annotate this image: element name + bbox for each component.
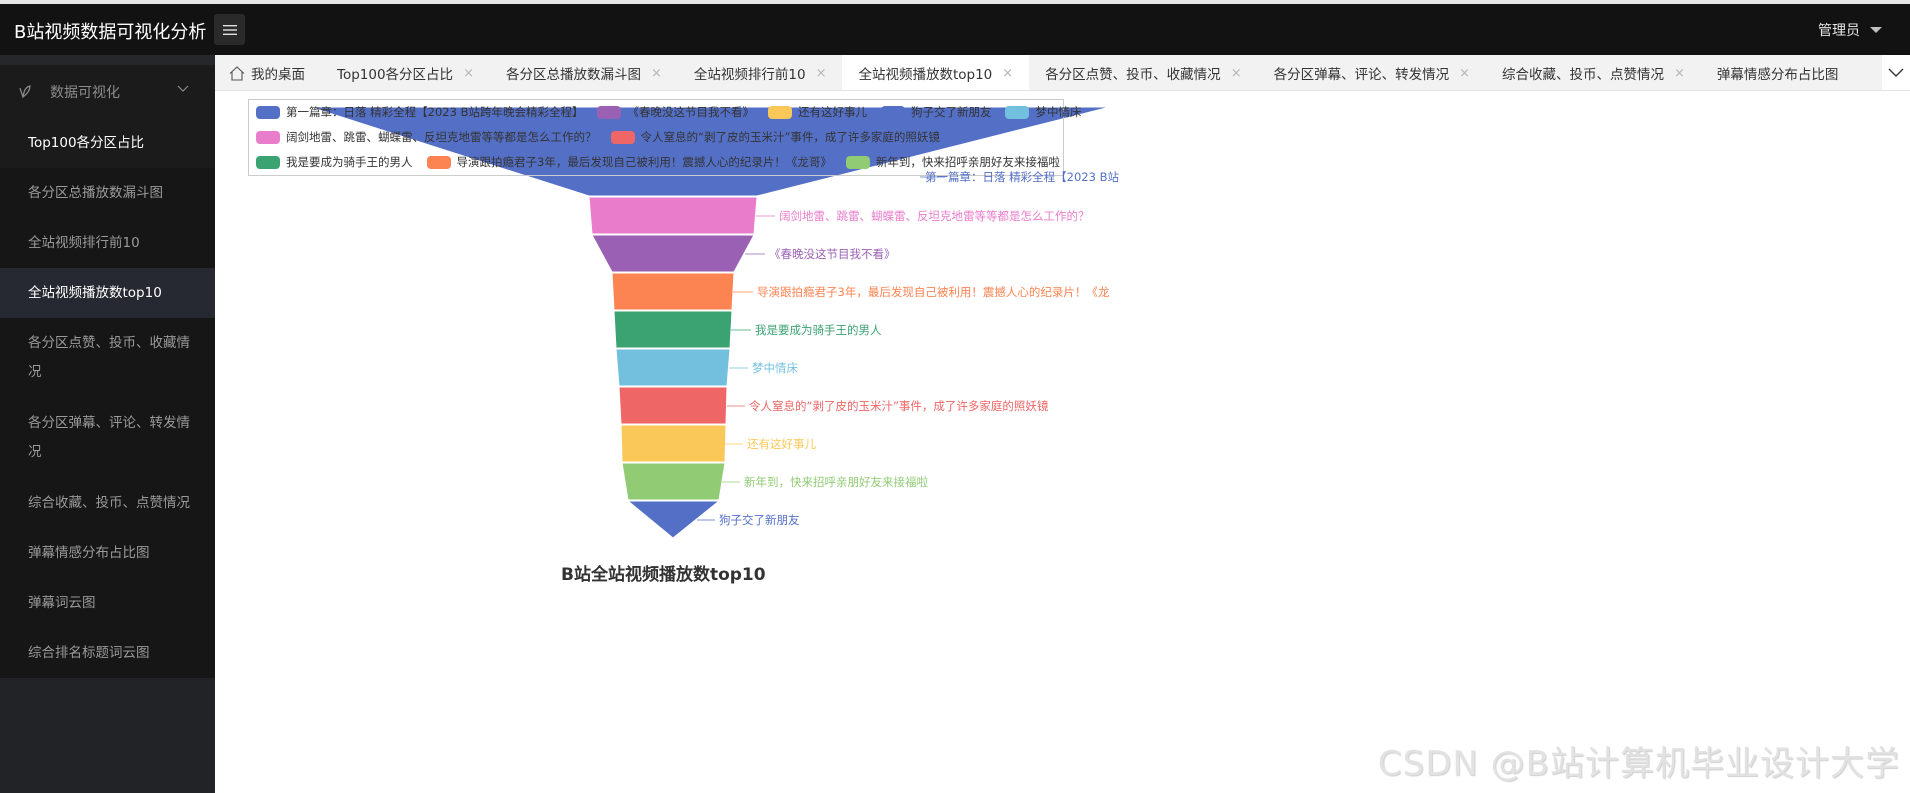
close-icon[interactable]: × bbox=[650, 65, 662, 81]
tab-danmaku-sentiment[interactable]: 弹幕情感分布占比图 bbox=[1716, 67, 1839, 83]
funnel-label-2: 阔剑地雷、跳雷、蝴蝶雷、反坦克地雷等等都是怎么工作的？ bbox=[779, 209, 1090, 223]
sidebar-item-likes-coins-favs[interactable]: 各分区点赞、投币、收藏情况 bbox=[28, 335, 190, 380]
leaf-icon bbox=[19, 84, 31, 98]
hamburger-icon bbox=[222, 24, 237, 35]
funnel-segment-5[interactable] bbox=[613, 310, 733, 349]
tab-bar: 我的桌面 Top100各分区占比× 各分区总播放数漏斗图× 全站视频排行前10×… bbox=[215, 55, 1910, 91]
chart-legend: 第一篇章：日落 精彩全程【2023 B站跨年晚会精彩全程】 《春晚没这节目我不看… bbox=[248, 99, 1081, 176]
funnel-segment-7[interactable] bbox=[618, 386, 728, 425]
sidebar-item-title-wordcloud[interactable]: 综合排名标题词云图 bbox=[28, 645, 150, 661]
close-icon[interactable]: × bbox=[463, 65, 474, 81]
funnel-segment-3[interactable] bbox=[591, 234, 755, 273]
watermark: CSDN @B站计算机毕业设计大学 bbox=[1377, 744, 1900, 784]
close-icon[interactable]: × bbox=[815, 65, 827, 81]
tab-likes-coins-favs[interactable]: 各分区点赞、投币、收藏情况× bbox=[1045, 65, 1242, 84]
close-icon[interactable]: × bbox=[1459, 65, 1470, 81]
sidebar-item-combined-favs-coins-likes[interactable]: 综合收藏、投币、点赞情况 bbox=[28, 495, 190, 511]
sidebar-group-data-visualization[interactable]: 数据可视化 bbox=[0, 65, 215, 118]
sidebar: 数据可视化 Top100各分区占比 各分区总播放数漏斗图 全站视频排行前10 全… bbox=[0, 55, 215, 793]
app-title: B站视频数据可视化分析 bbox=[14, 22, 207, 43]
funnel-label-3: 《春晚没这节目我不看》 bbox=[769, 247, 896, 261]
funnel-segment-10[interactable] bbox=[626, 500, 721, 539]
funnel-segment-2[interactable] bbox=[588, 196, 758, 235]
sidebar-item-danmaku-comments-shares[interactable]: 各分区弹幕、评论、转发情况 bbox=[28, 415, 190, 460]
menu-toggle-button[interactable] bbox=[214, 14, 245, 45]
chart-title: B站全站视频播放数top10 bbox=[561, 565, 766, 585]
tab-danmaku-comments-shares[interactable]: 各分区弹幕、评论、转发情况× bbox=[1273, 65, 1470, 84]
legend-item[interactable]: 第一篇章：日落 精彩全程【2023 B站跨年晚会精彩全程】 bbox=[256, 104, 583, 120]
close-icon[interactable]: × bbox=[1674, 65, 1685, 81]
user-name: 管理员 bbox=[1818, 23, 1860, 39]
legend-item[interactable]: 我是要成为骑手王的男人 bbox=[256, 154, 413, 170]
sidebar-item-site-plays-top10[interactable]: 全站视频播放数top10 bbox=[0, 268, 215, 318]
funnel-label-7: 令人窒息的“剥了皮的玉米汁”事件，成了许多家庭的照妖镜 bbox=[749, 399, 1049, 413]
caret-down-icon bbox=[1870, 27, 1882, 33]
home-icon bbox=[229, 65, 245, 81]
funnel-segment-8[interactable] bbox=[620, 424, 727, 463]
funnel-segment-4[interactable] bbox=[611, 272, 735, 311]
funnel-segment-6[interactable] bbox=[615, 348, 731, 387]
sidebar-group-label: 数据可视化 bbox=[50, 84, 120, 101]
legend-item[interactable]: 令人窒息的“剥了皮的玉米汁”事件，成了许多家庭的照妖镜 bbox=[610, 129, 940, 145]
tab-combined-favs-coins-likes[interactable]: 综合收藏、投币、点赞情况× bbox=[1502, 65, 1685, 84]
legend-item[interactable]: 狗子交了新朋友 bbox=[880, 104, 991, 120]
tab-site-plays-top10[interactable]: 全站视频播放数top10× bbox=[842, 55, 1030, 90]
legend-item[interactable]: 新年到，快来招呼亲朋好友来接福啦 bbox=[845, 154, 1060, 170]
window-top-strip bbox=[0, 0, 1910, 4]
chart-panel: 第一篇章：日落 精彩全程【2023 B站跨年晚会精彩全程】 《春晚没这节目我不看… bbox=[215, 91, 1910, 793]
funnel-label-1: 第一篇章：日落 精彩全程【2023 B站 bbox=[925, 170, 1119, 184]
legend-item[interactable]: 导演跟拍瘾君子3年，最后发现自己被利用！震撼人心的纪录片！《龙哥》 bbox=[426, 154, 832, 170]
funnel-label-5: 我是要成为骑手王的男人 bbox=[755, 323, 882, 337]
tab-top100-share[interactable]: Top100各分区占比× bbox=[337, 65, 474, 84]
legend-item[interactable]: 阔剑地雷、跳雷、蝴蝶雷、反坦克地雷等等都是怎么工作的？ bbox=[256, 129, 597, 145]
legend-item[interactable]: 还有这好事儿 bbox=[767, 104, 867, 120]
close-icon[interactable]: × bbox=[1230, 65, 1242, 81]
funnel-label-9: 新年到，快来招呼亲朋好友来接福啦 bbox=[744, 475, 928, 489]
funnel-segment-9[interactable] bbox=[621, 462, 726, 501]
sidebar-item-top100-share[interactable]: Top100各分区占比 bbox=[0, 118, 215, 168]
sidebar-item-zone-plays-funnel[interactable]: 各分区总播放数漏斗图 bbox=[28, 185, 163, 201]
legend-item[interactable]: 梦中情床 bbox=[1005, 104, 1081, 120]
funnel-label-8: 还有这好事儿 bbox=[747, 437, 816, 451]
sidebar-item-danmaku-wordcloud[interactable]: 弹幕词云图 bbox=[28, 595, 96, 611]
tab-site-top10-rank[interactable]: 全站视频排行前10× bbox=[693, 65, 827, 84]
funnel-chart bbox=[309, 106, 1111, 539]
funnel-label-6: 梦中情床 bbox=[752, 361, 798, 375]
funnel-label-10: 狗子交了新朋友 bbox=[719, 513, 800, 527]
tab-overflow-button[interactable] bbox=[1882, 55, 1910, 90]
chevron-down-icon bbox=[1888, 68, 1904, 77]
tab-zone-plays-funnel[interactable]: 各分区总播放数漏斗图× bbox=[505, 65, 662, 84]
top-header: B站视频数据可视化分析 管理员 bbox=[0, 4, 1910, 55]
funnel-segment-1[interactable] bbox=[309, 106, 1111, 197]
chevron-down-icon bbox=[177, 85, 189, 92]
funnel-label-4: 导演跟拍瘾君子3年，最后发现自己被利用！震撼人心的纪录片！《龙 bbox=[757, 285, 1109, 299]
user-menu[interactable]: 管理员 bbox=[1818, 20, 1882, 40]
close-icon[interactable]: × bbox=[1002, 65, 1014, 81]
legend-item[interactable]: 《春晚没这节目我不看》 bbox=[597, 104, 754, 120]
tab-home[interactable]: 我的桌面 bbox=[215, 55, 321, 90]
sidebar-menu: Top100各分区占比 各分区总播放数漏斗图 全站视频排行前10 全站视频播放数… bbox=[0, 118, 215, 678]
sidebar-item-site-top10-rank[interactable]: 全站视频排行前10 bbox=[28, 235, 140, 251]
sidebar-item-danmaku-sentiment[interactable]: 弹幕情感分布占比图 bbox=[28, 545, 150, 561]
